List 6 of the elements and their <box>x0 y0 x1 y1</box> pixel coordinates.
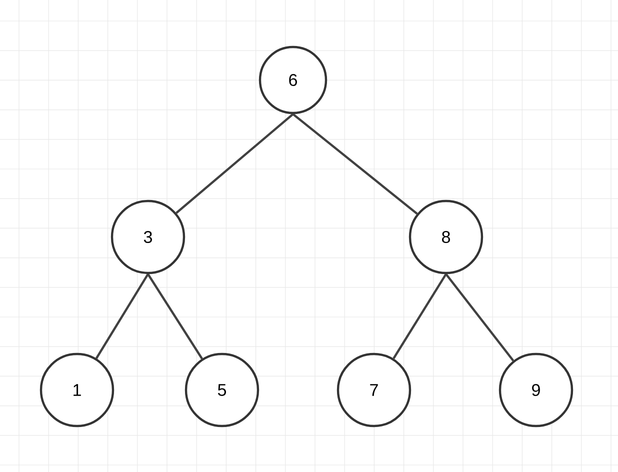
tree-edge <box>95 274 149 359</box>
tree-edge <box>392 274 447 360</box>
tree-edge <box>445 273 514 362</box>
tree-edge <box>147 274 203 360</box>
tree-edge <box>292 113 418 215</box>
tree-edge <box>176 113 294 214</box>
